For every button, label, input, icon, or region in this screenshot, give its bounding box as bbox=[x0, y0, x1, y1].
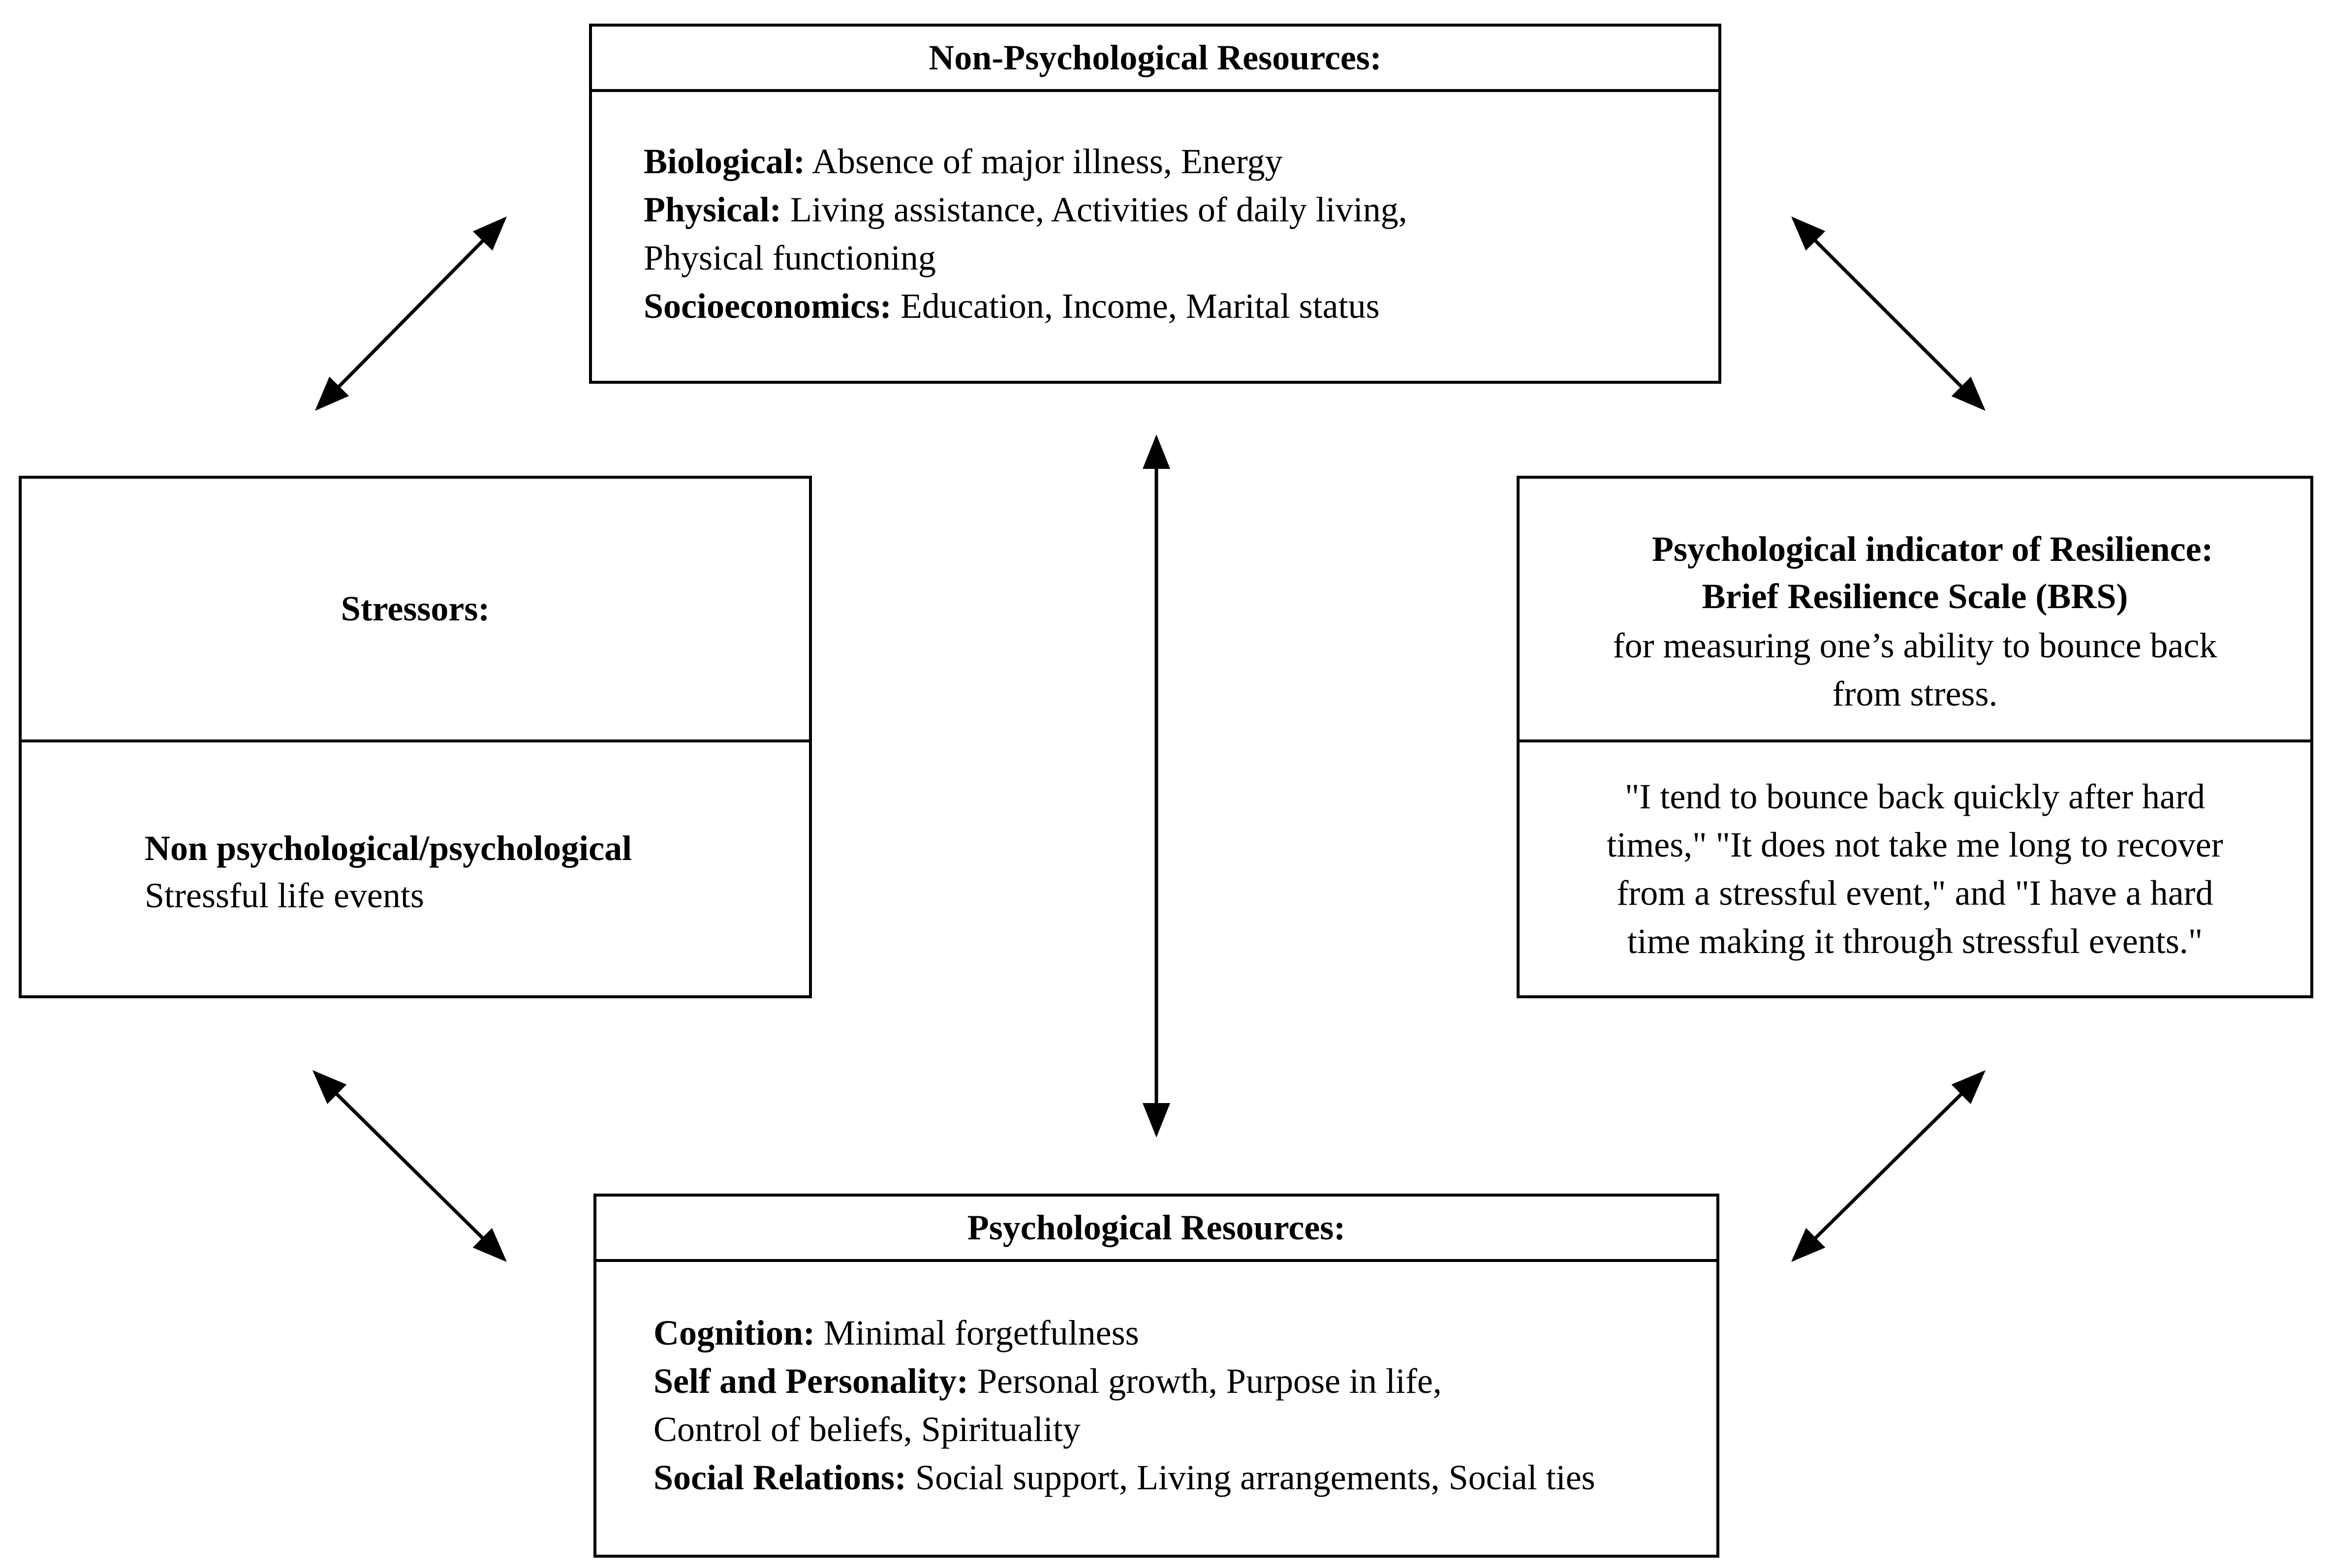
row-text: Personal growth, Purpose in life, bbox=[968, 1361, 1442, 1401]
resilience-title: Psychological indicator of Resilience: bbox=[1652, 529, 2213, 569]
non-psychological-resources-box: Non-Psychological Resources: Biological:… bbox=[589, 24, 1721, 384]
brs-description-line2: from stress. bbox=[1832, 674, 1998, 713]
non-psych-row-biological: Biological: Absence of major illness, En… bbox=[644, 137, 1718, 185]
row-text: Absence of major illness, Energy bbox=[805, 142, 1283, 181]
non-psych-row-physical-cont: Physical functioning bbox=[644, 234, 1718, 282]
psych-row-social-relations: Social Relations: Social support, Living… bbox=[653, 1453, 1716, 1502]
stressors-title: Stressors: bbox=[341, 589, 490, 628]
arrow-topleft bbox=[315, 216, 507, 411]
row-label: Social Relations: bbox=[653, 1458, 906, 1497]
row-text: Social support, Living arrangements, Soc… bbox=[906, 1458, 1595, 1497]
psychological-resources-box: Psychological Resources: Cognition: Mini… bbox=[593, 1194, 1719, 1558]
arrow-bottomright bbox=[1791, 1070, 1986, 1262]
psych-row-self-personality: Self and Personality: Personal growth, P… bbox=[653, 1357, 1716, 1405]
arrow-topright bbox=[1791, 216, 1986, 411]
psychological-resources-title: Psychological Resources: bbox=[596, 1197, 1716, 1262]
stressors-events: Stressful life events bbox=[145, 876, 424, 915]
resilience-indicator-box: Psychological indicator of Resilience: B… bbox=[1517, 476, 2313, 998]
psych-row-cognition: Cognition: Minimal forgetfulness bbox=[653, 1309, 1716, 1357]
arrow-bottomleft bbox=[312, 1070, 507, 1262]
brs-quote-line2: times," "It does not take me long to rec… bbox=[1607, 825, 2223, 864]
resilience-top-section: Psychological indicator of Resilience: B… bbox=[1520, 479, 2310, 742]
brs-title: Brief Resilience Scale (BRS) bbox=[1702, 577, 2128, 616]
row-label: Socioeconomics: bbox=[644, 286, 892, 326]
psych-row-self-personality-cont: Control of beliefs, Spirituality bbox=[653, 1405, 1716, 1453]
non-psych-row-socioeconomics: Socioeconomics: Education, Income, Marit… bbox=[644, 282, 1718, 330]
row-label: Cognition: bbox=[653, 1313, 815, 1353]
row-label: Self and Personality: bbox=[653, 1361, 968, 1401]
brs-quote-line1: "I tend to bounce back quickly after har… bbox=[1625, 777, 2205, 816]
stressors-top-section: Stressors: bbox=[22, 479, 809, 742]
row-label: Physical: bbox=[644, 190, 781, 229]
non-psych-row-physical: Physical: Living assistance, Activities … bbox=[644, 185, 1718, 234]
stressors-box: Stressors: Non psychological/psychologic… bbox=[19, 476, 812, 998]
row-text: Minimal forgetfulness bbox=[815, 1313, 1139, 1353]
row-text: Living assistance, Activities of daily l… bbox=[781, 190, 1407, 229]
brs-quote-line4: time making it through stressful events.… bbox=[1627, 922, 2203, 961]
stressors-type: Non psychological/psychological bbox=[145, 829, 632, 868]
non-psychological-resources-title: Non-Psychological Resources: bbox=[592, 27, 1718, 92]
brs-quote-line3: from a stressful event," and "I have a h… bbox=[1616, 873, 2213, 913]
brs-description-line1: for measuring one’s ability to bounce ba… bbox=[1613, 626, 2217, 665]
row-text: Physical functioning bbox=[644, 238, 936, 277]
row-text: Education, Income, Marital status bbox=[891, 286, 1380, 326]
row-label: Biological: bbox=[644, 142, 805, 181]
row-text: Control of beliefs, Spirituality bbox=[653, 1410, 1081, 1449]
